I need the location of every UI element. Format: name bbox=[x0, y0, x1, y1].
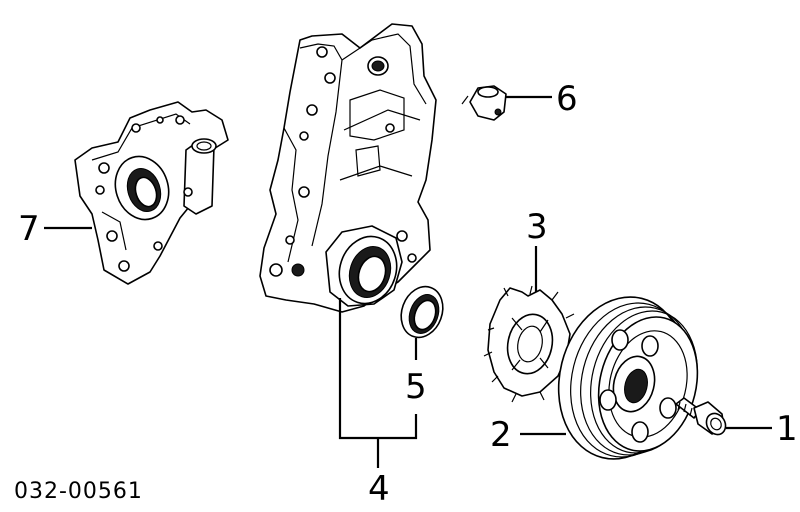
callout-1: 1 bbox=[776, 409, 798, 449]
oil-seal-part-5[interactable] bbox=[394, 281, 449, 344]
callout-2: 2 bbox=[490, 415, 512, 455]
callout-7: 7 bbox=[18, 209, 40, 249]
callout-5: 5 bbox=[405, 367, 427, 407]
callout-4: 4 bbox=[368, 469, 390, 509]
oil-pump-part-7[interactable] bbox=[74, 101, 229, 285]
diagram-code: 032-00561 bbox=[14, 479, 143, 504]
crank-pulley-part-2[interactable] bbox=[542, 283, 712, 472]
callout-6: 6 bbox=[556, 79, 578, 119]
leader-lines bbox=[44, 95, 772, 468]
callout-3: 3 bbox=[526, 207, 548, 247]
pulley-bolt-part-1[interactable] bbox=[675, 397, 729, 438]
leader-4 bbox=[338, 298, 418, 468]
chain-case-part-4[interactable] bbox=[259, 23, 437, 313]
sensor-part-6[interactable] bbox=[461, 85, 507, 121]
